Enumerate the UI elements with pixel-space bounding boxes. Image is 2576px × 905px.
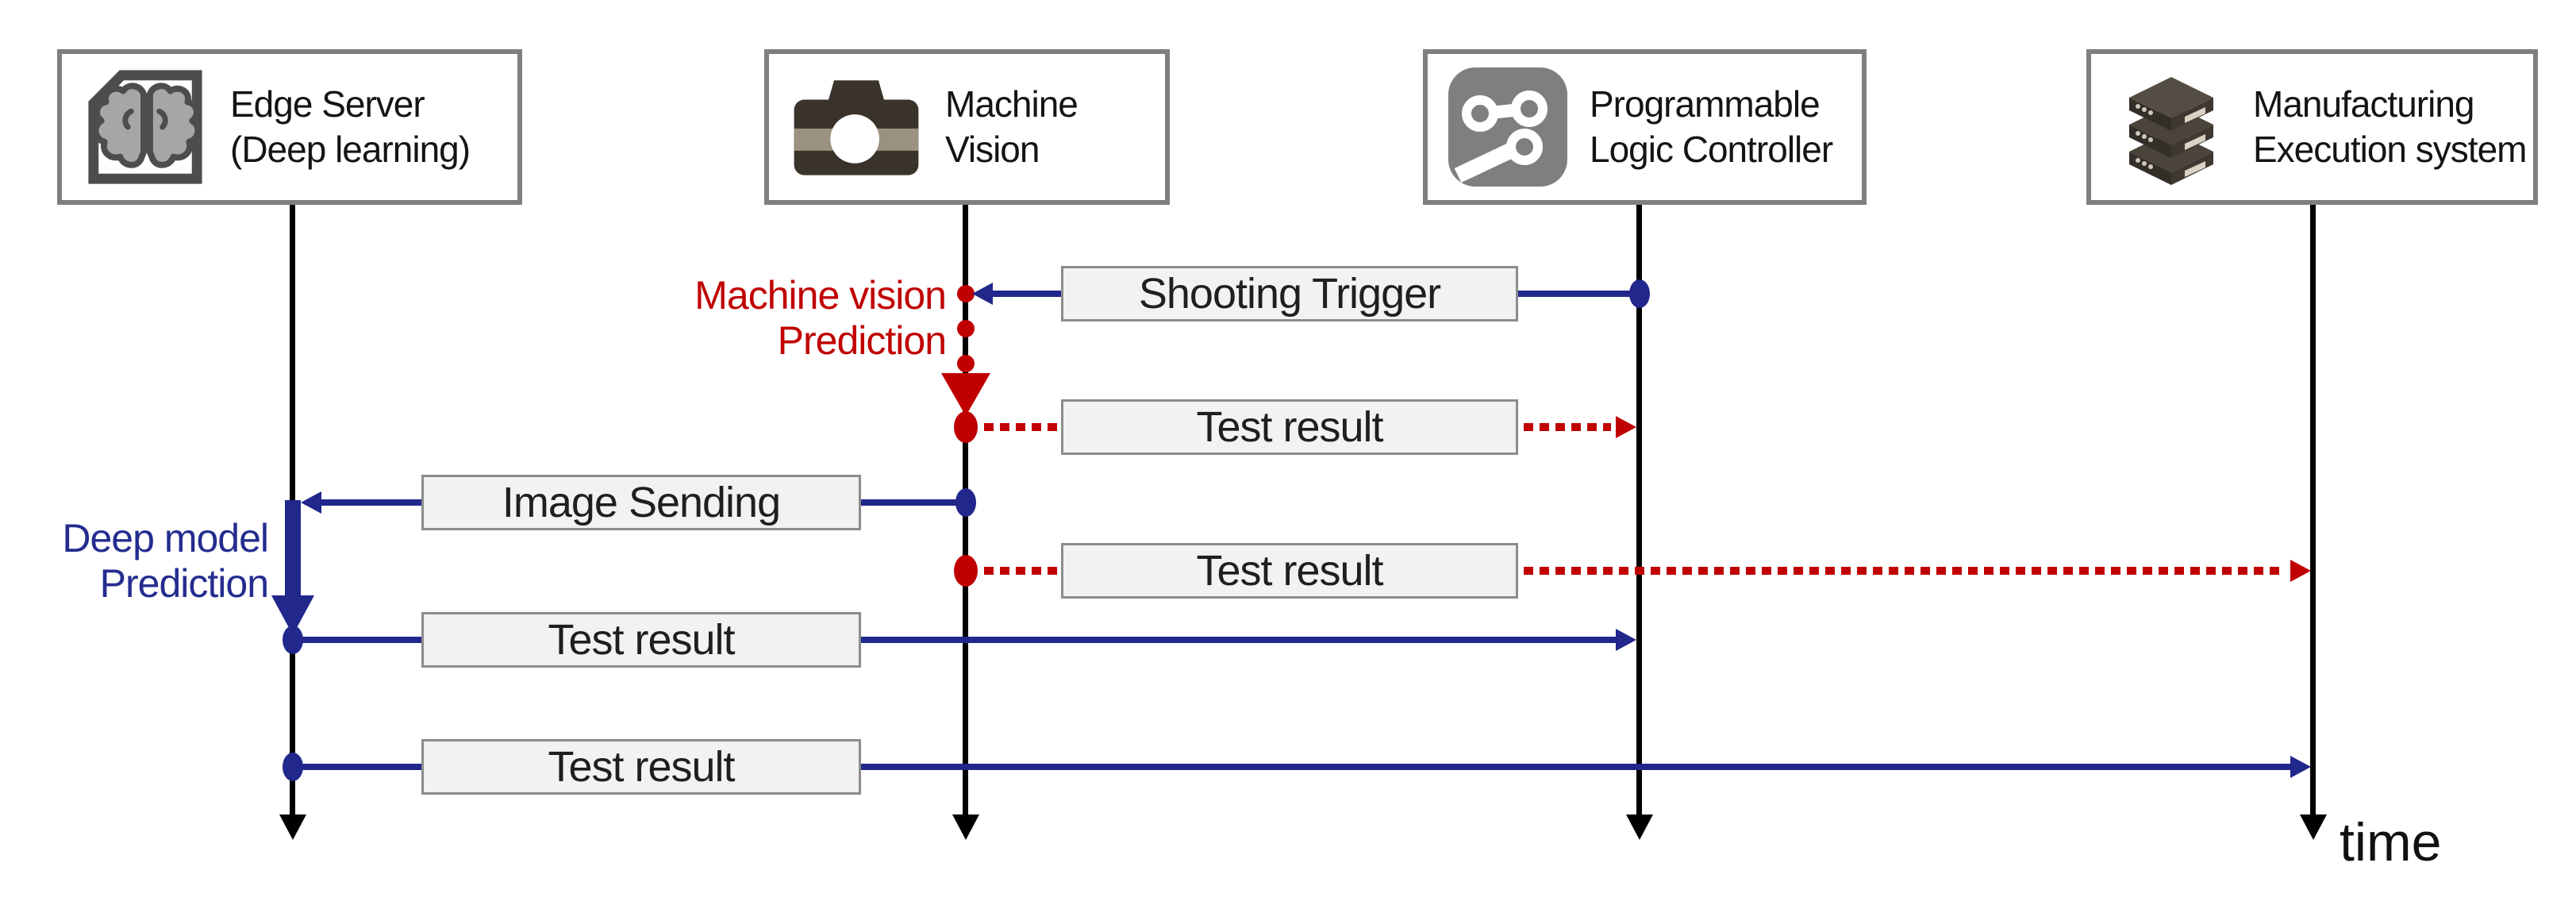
test-result-mv-mes-arrowhead bbox=[2290, 560, 2311, 582]
message-label: Image Sending bbox=[502, 479, 781, 526]
annotation-line: Prediction bbox=[777, 318, 947, 363]
actor-label-mes: Manufacturing Execution system bbox=[2253, 82, 2527, 172]
test-result-mv-mes-line bbox=[984, 567, 2286, 575]
annotation-machine-vision-prediction: Machine vision Prediction bbox=[659, 273, 947, 364]
actor-label-line: Programmable bbox=[1590, 83, 1821, 125]
shooting-trigger-source-dot bbox=[1629, 279, 1650, 308]
message-label: Test result bbox=[548, 743, 735, 791]
lifeline-arrowhead bbox=[279, 814, 306, 840]
message-label-box: Image Sending bbox=[421, 475, 861, 530]
lifeline-arrowhead bbox=[1626, 814, 1653, 840]
mv-processing-arrowhead bbox=[941, 373, 990, 416]
test-result-edge-mes-line bbox=[293, 764, 2290, 770]
mv-processing-dot bbox=[957, 355, 975, 372]
actor-box-mes: Manufacturing Execution system bbox=[2086, 49, 2538, 205]
message-label-box: Shooting Trigger bbox=[1061, 266, 1518, 322]
actor-box-plc: Programmable Logic Controller bbox=[1423, 49, 1867, 205]
test-result-mv-mes-source-dot bbox=[954, 555, 978, 587]
message-label-box: Test result bbox=[421, 612, 861, 668]
actor-label-line: Machine bbox=[945, 83, 1078, 125]
image-sending-arrowhead bbox=[301, 491, 321, 514]
annotation-line: Deep model bbox=[62, 516, 269, 560]
image-sending-source-dot bbox=[955, 488, 976, 517]
mv-processing-dot bbox=[957, 285, 975, 302]
actor-label-line: Vision bbox=[945, 129, 1040, 170]
message-label-box: Test result bbox=[1061, 399, 1518, 455]
annotation-line: Machine vision bbox=[694, 273, 947, 318]
test-result-edge-plc-source-dot bbox=[283, 626, 303, 654]
mv-processing-dot bbox=[957, 320, 975, 337]
actor-box-machine-vision: Machine Vision bbox=[764, 49, 1170, 205]
test-result-mv-plc-arrowhead bbox=[1616, 416, 1636, 438]
test-result-edge-mes-arrowhead bbox=[2290, 756, 2311, 778]
message-label: Test result bbox=[548, 616, 735, 664]
message-label-box: Test result bbox=[421, 739, 861, 795]
annotation-deep-model-prediction: Deep model Prediction bbox=[24, 516, 269, 607]
actor-label-line: Manufacturing bbox=[2253, 83, 2475, 125]
edge-processing-bar bbox=[285, 500, 301, 597]
actor-label-machine-vision: Machine Vision bbox=[945, 82, 1078, 172]
message-label: Shooting Trigger bbox=[1138, 270, 1441, 318]
annotation-line: Prediction bbox=[99, 561, 269, 606]
brain-chip-icon bbox=[88, 70, 202, 184]
lifeline-arrowhead bbox=[2300, 814, 2327, 840]
actor-label-line: Edge Server bbox=[230, 83, 425, 125]
actor-label-line: Logic Controller bbox=[1590, 129, 1833, 170]
lifeline-mes bbox=[2310, 205, 2316, 818]
actor-label-plc: Programmable Logic Controller bbox=[1590, 82, 1833, 172]
test-result-edge-mes-source-dot bbox=[283, 753, 303, 781]
message-label: Test result bbox=[1196, 403, 1383, 451]
circuit-board-icon bbox=[1448, 67, 1567, 187]
camera-icon bbox=[794, 80, 919, 175]
lifeline-arrowhead bbox=[952, 814, 979, 840]
actor-label-line: Execution system bbox=[2253, 129, 2527, 170]
message-label: Test result bbox=[1196, 547, 1383, 595]
shooting-trigger-arrowhead bbox=[972, 283, 993, 305]
actor-label-edge-server: Edge Server (Deep learning) bbox=[230, 82, 471, 172]
test-result-edge-plc-arrowhead bbox=[1616, 629, 1636, 651]
server-stack-icon bbox=[2129, 77, 2213, 185]
message-label-box: Test result bbox=[1061, 543, 1518, 599]
test-result-edge-plc-line bbox=[293, 637, 1616, 643]
lifeline-plc bbox=[1636, 205, 1642, 818]
time-axis-label: time bbox=[2340, 812, 2442, 872]
actor-label-line: (Deep learning) bbox=[230, 129, 471, 170]
test-result-mv-plc-source-dot bbox=[954, 411, 978, 443]
actor-box-edge-server: Edge Server (Deep learning) bbox=[57, 49, 522, 205]
